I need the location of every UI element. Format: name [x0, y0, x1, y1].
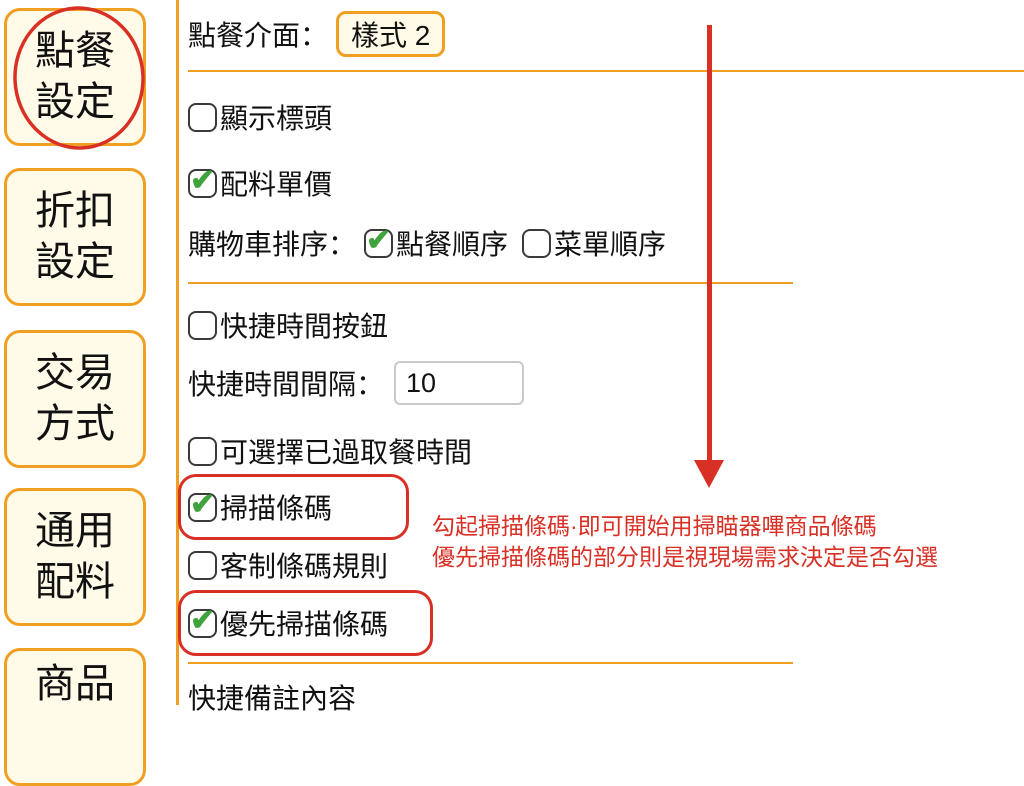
arrow-down-icon — [694, 460, 724, 488]
sidebar-item-label: 折扣設定 — [35, 188, 115, 284]
checkmark-icon: ✔ — [189, 488, 216, 521]
scan-barcode-checkbox[interactable]: ✔ — [188, 488, 217, 522]
annotation-box-priority-scan: ✔ 優先掃描條碼 — [178, 590, 434, 656]
divider — [188, 70, 1024, 72]
quick-time-interval-input[interactable] — [394, 361, 525, 405]
cart-sort-label: 購物車排序： — [188, 229, 357, 260]
custom-barcode-rule-checkbox[interactable]: ✔ — [188, 550, 217, 580]
cart-sort-option-menu-sequence: ✔ 菜單順序 — [522, 223, 666, 263]
menu-sequence-checkbox[interactable]: ✔ — [522, 228, 552, 258]
past-pickup-time-label: 可選擇已過取餐時間 — [220, 437, 473, 468]
annotation-note-line1: 勾起掃描條碼·即可開始用掃瞄器嗶商品條碼 — [432, 513, 877, 539]
sidebar-item-label: 點餐設定 — [35, 28, 115, 124]
topping-unit-price-row: ✔ 配料單價 — [188, 166, 1024, 200]
divider — [188, 662, 793, 664]
sidebar-item-products[interactable]: 商品 — [4, 648, 146, 786]
past-pickup-time-checkbox[interactable]: ✔ — [188, 436, 217, 466]
topping-unit-price-checkbox[interactable]: ✔ — [188, 164, 217, 198]
checkmark-icon: ✔ — [365, 224, 392, 257]
custom-barcode-rule-row: ✔ 客制條碼規則 — [188, 548, 1024, 582]
checkmark-icon: ✔ — [189, 604, 216, 637]
divider — [188, 282, 793, 284]
scan-barcode-label: 掃描條碼 — [220, 493, 333, 524]
interface-label: 點餐介面： — [188, 20, 329, 51]
sidebar-item-label: 交易方式 — [35, 350, 115, 446]
quick-note-row: 快捷備註內容 — [188, 680, 1024, 714]
arrow-down-icon — [707, 25, 712, 462]
sidebar-item-common-toppings[interactable]: 通用配料 — [4, 488, 146, 626]
interface-row: 點餐介面： 樣式 2 — [188, 10, 1024, 58]
sidebar-item-label: 商品 — [35, 662, 115, 706]
cart-sort-option-order-sequence: ✔ 點餐順序 — [364, 223, 508, 263]
cart-sort-row: 購物車排序： ✔ 點餐順序 ✔ 菜單順序 — [188, 223, 1024, 263]
quick-time-button-row: ✔ 快捷時間按鈕 — [188, 308, 1024, 342]
settings-panel: 點餐介面： 樣式 2 ✔ 顯示標頭 ✔ 配料單價 購物車排序： ✔ 點餐順序 ✔… — [178, 0, 1024, 714]
quick-time-button-checkbox[interactable]: ✔ — [188, 310, 217, 340]
show-header-row: ✔ 顯示標頭 — [188, 100, 1024, 134]
annotation-note-line2: 優先掃描條碼的部分則是視現場需求決定是否勾選 — [432, 544, 938, 570]
show-header-checkbox[interactable]: ✔ — [188, 102, 217, 132]
past-pickup-time-row: ✔ 可選擇已過取餐時間 — [188, 434, 1024, 468]
custom-barcode-rule-label: 客制條碼規則 — [220, 551, 389, 582]
show-header-label: 顯示標頭 — [220, 103, 333, 134]
priority-scan-barcode-checkbox[interactable]: ✔ — [188, 604, 217, 638]
annotation-note: 勾起掃描條碼·即可開始用掃瞄器嗶商品條碼 優先掃描條碼的部分則是視現場需求決定是… — [432, 511, 938, 573]
quick-time-interval-label: 快捷時間間隔： — [188, 369, 385, 400]
priority-scan-barcode-label: 優先掃描條碼 — [220, 609, 389, 640]
interface-style-button[interactable]: 樣式 2 — [336, 11, 446, 57]
menu-sequence-label: 菜單順序 — [554, 229, 667, 260]
sidebar-item-order-settings[interactable]: 點餐設定 — [4, 8, 146, 146]
annotation-box-scan-barcode: ✔ 掃描條碼 — [178, 474, 410, 540]
sidebar-item-transaction-method[interactable]: 交易方式 — [4, 330, 146, 468]
quick-time-button-label: 快捷時間按鈕 — [220, 311, 389, 342]
sidebar-item-label: 通用配料 — [35, 508, 115, 604]
quick-time-interval-row: 快捷時間間隔： — [188, 360, 1024, 406]
order-sequence-label: 點餐順序 — [396, 229, 509, 260]
sidebar-separator — [176, 0, 179, 705]
quick-note-label: 快捷備註內容 — [188, 683, 357, 714]
topping-unit-price-label: 配料單價 — [220, 169, 333, 200]
sidebar-item-discount-settings[interactable]: 折扣設定 — [4, 168, 146, 306]
scan-barcode-row: ✔ 掃描條碼 — [188, 490, 332, 524]
order-sequence-checkbox[interactable]: ✔ — [364, 224, 394, 258]
checkmark-icon: ✔ — [189, 164, 216, 197]
priority-scan-barcode-row: ✔ 優先掃描條碼 — [188, 606, 388, 640]
